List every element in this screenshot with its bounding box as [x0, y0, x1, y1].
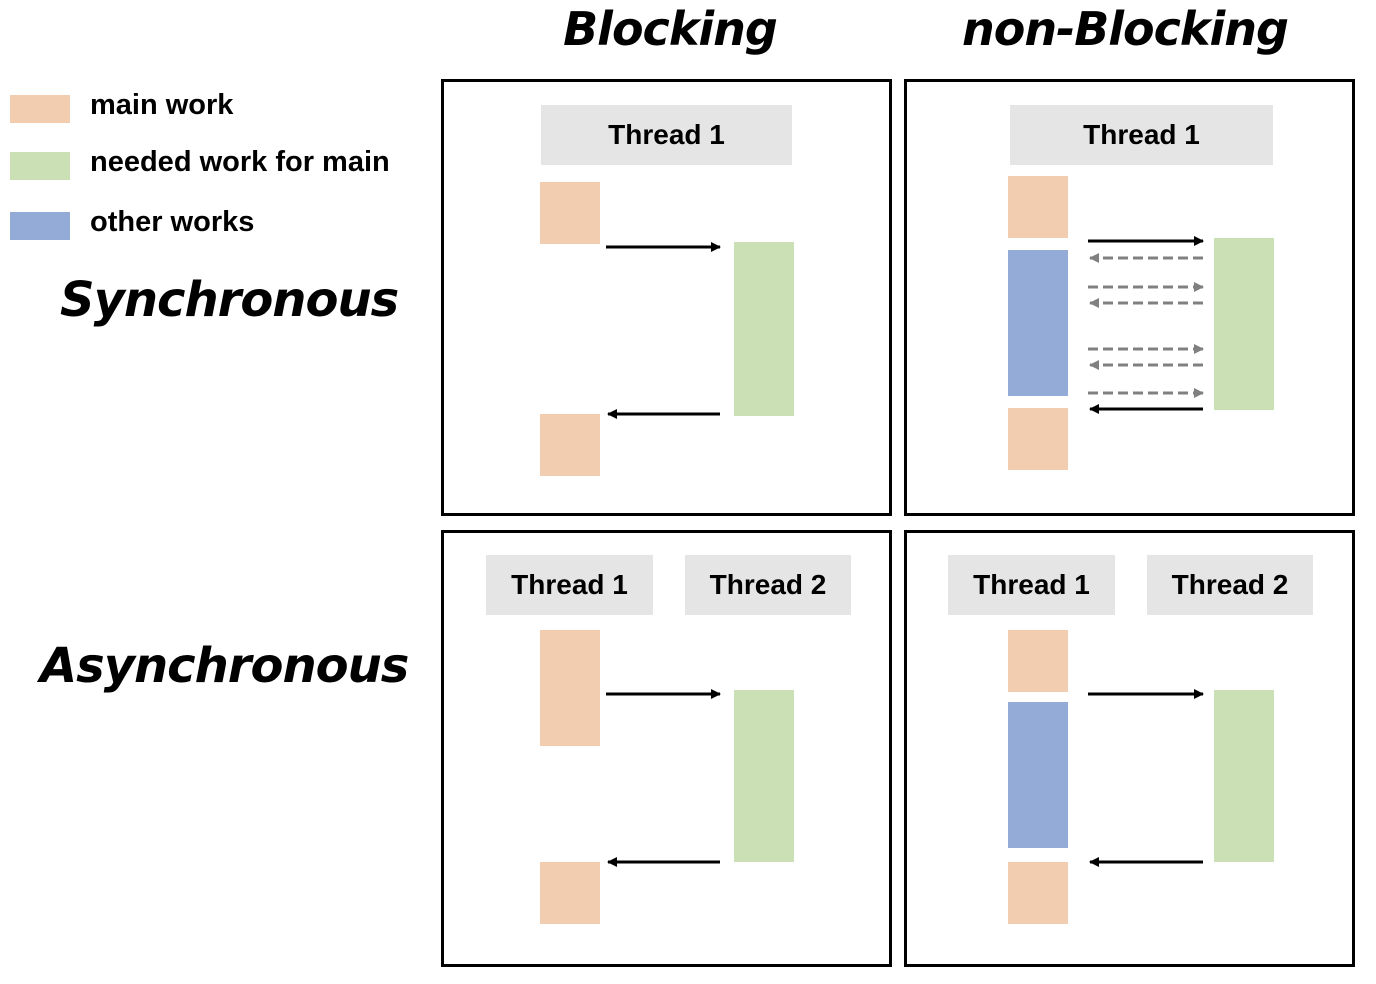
thread-label-sync-blocking-1: Thread 1 — [541, 105, 792, 165]
needed-work-block — [734, 690, 794, 862]
needed-work-block — [1214, 238, 1274, 410]
other-work-block — [1008, 250, 1068, 396]
thread-label-async-blocking-1: Thread 1 — [486, 555, 653, 615]
other-work-block — [1008, 702, 1068, 848]
legend-label-needed-work: needed work for main — [90, 146, 390, 178]
main-work-block — [1008, 630, 1068, 692]
needed-work-block — [1214, 690, 1274, 862]
column-header-blocking: Blocking — [563, 2, 778, 56]
column-header-non-blocking: non-Blocking — [962, 2, 1289, 56]
main-work-block — [1008, 408, 1068, 470]
thread-label-async-nonblocking-1: Thread 1 — [948, 555, 1115, 615]
main-work-block — [540, 182, 600, 244]
thread-label-async-nonblocking-2: Thread 2 — [1147, 555, 1313, 615]
legend-label-other-works: other works — [90, 206, 255, 238]
main-work-block — [540, 414, 600, 476]
legend-swatch-main-work — [10, 95, 70, 123]
legend-swatch-other-works — [10, 212, 70, 240]
needed-work-block — [734, 242, 794, 416]
thread-label-sync-nonblocking-1: Thread 1 — [1010, 105, 1273, 165]
thread-label-async-blocking-2: Thread 2 — [685, 555, 851, 615]
main-work-block — [540, 862, 600, 924]
main-work-block — [1008, 862, 1068, 924]
main-work-block — [540, 630, 600, 746]
row-header-asynchronous: Asynchronous — [40, 638, 409, 694]
row-header-synchronous: Synchronous — [60, 272, 399, 328]
legend-swatch-needed-work — [10, 152, 70, 180]
legend-label-main-work: main work — [90, 89, 234, 121]
main-work-block — [1008, 176, 1068, 238]
